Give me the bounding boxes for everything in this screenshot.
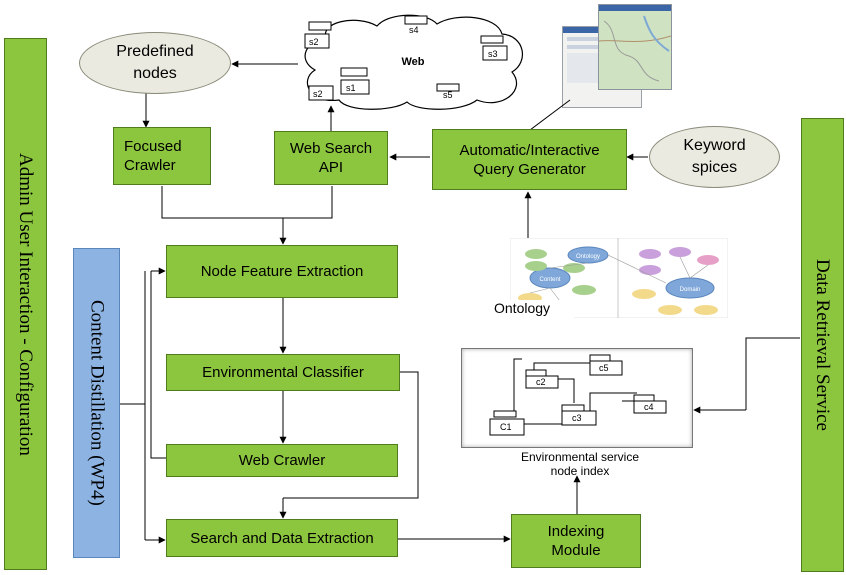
keyword-spices-line-1: Keyword: [683, 137, 746, 154]
indexing-module-line-1: Indexing: [547, 523, 605, 540]
admin-interaction-label: Admin User Interaction - Configuration: [15, 152, 36, 456]
ontology-leaf-node: [563, 263, 585, 273]
node-box: [525, 375, 559, 389]
classifier-bypass-line: [283, 371, 419, 499]
ontology-leaf-node: [639, 265, 661, 275]
node-box: [633, 394, 655, 402]
server-box: [308, 85, 334, 101]
ontology-leaf-node: [632, 289, 656, 299]
server-label-s5: s5: [443, 90, 453, 100]
predefined-nodes-oval: Predefined nodes: [79, 32, 231, 94]
server-box: [340, 79, 370, 95]
node-feature-extraction-label: Node Feature Extraction: [200, 263, 364, 280]
node-index-frame: c2 c5 c4 C1 c3: [461, 348, 693, 448]
keyword-spices-line-2: spices: [691, 159, 738, 176]
front-window: [598, 4, 672, 90]
node-index-caption-line-1: Environmental service: [520, 450, 640, 464]
predefined-nodes-line-1: Predefined: [116, 43, 194, 60]
indexing-module-line-2: Module: [551, 542, 601, 559]
server-box: [304, 33, 330, 49]
web-label: Web: [401, 56, 424, 68]
search-data-extraction-label: Search and Data Extraction: [190, 529, 374, 547]
merge-line: [161, 186, 333, 219]
server-box: [482, 45, 508, 61]
server-box: [480, 35, 504, 44]
node-box: [561, 410, 597, 426]
map-application-screenshot: [562, 4, 672, 108]
focused-crawler-line-2: Crawler: [124, 157, 176, 174]
server-label-s1: s1: [346, 83, 356, 93]
ontology-leaf-node: [572, 285, 596, 295]
map-image: [598, 11, 672, 89]
node-label-c4: c4: [644, 402, 654, 412]
server-box: [340, 67, 368, 77]
node-box: [561, 404, 585, 412]
node-label-c5: c5: [599, 363, 609, 373]
node-box: [589, 354, 611, 362]
query-generator-line-1: Automatic/Interactive: [459, 141, 600, 159]
server-box: [308, 21, 332, 31]
server-label-s4: s4: [409, 25, 419, 35]
content-distillation-label: Content Distillation (WP4): [86, 300, 108, 506]
node-box: [493, 410, 517, 418]
node-box: [489, 418, 525, 436]
ontology-leaf-node: [694, 305, 718, 315]
focused-crawler-line-1: Focused: [124, 138, 182, 155]
content-distillation-bar: Content Distillation (WP4): [73, 248, 120, 558]
ontology-leaf-node: [669, 247, 691, 257]
server-box: [436, 83, 460, 92]
data-retrieval-bar: Data Retrieval Service: [801, 118, 844, 572]
retrieval-line: [745, 337, 800, 410]
node-index-graph: c2 c5 c4 C1 c3: [489, 354, 667, 436]
web-crawler-label: Web Crawler: [238, 452, 326, 469]
node-label-c3: c3: [572, 413, 582, 423]
predefined-nodes-line-2: nodes: [133, 65, 177, 82]
ontology-label: Ontology: [494, 300, 574, 320]
ontology-leaf-node: [525, 261, 547, 271]
node-index-caption-line-2: node index: [550, 464, 610, 478]
server-label-s2b: s2: [313, 89, 323, 99]
node-box: [589, 360, 623, 376]
environmental-classifier-label: Environmental Classifier: [202, 364, 364, 381]
ontology-leaf-node: [697, 255, 719, 265]
ontology-node-label: Ontology: [576, 254, 600, 260]
node-label-c1: C1: [500, 422, 512, 432]
server-box: [404, 15, 428, 25]
ontology-leaf-node: [525, 249, 547, 259]
admin-interaction-bar: Admin User Interaction - Configuration: [4, 38, 47, 570]
feedback-line: [150, 271, 166, 459]
ontology-node-label: Content: [539, 277, 560, 283]
data-retrieval-label: Data Retrieval Service: [812, 259, 833, 431]
node-box: [633, 400, 667, 414]
web-search-api-line-1: Web Search: [289, 140, 373, 157]
ontology-leaf-node: [639, 249, 661, 259]
web-search-api-line-2: API: [318, 159, 344, 176]
environmental-classifier-box: Environmental Classifier: [166, 354, 400, 391]
ontology-node-label: Domain: [680, 287, 701, 293]
web-crawler-box: Web Crawler: [166, 444, 398, 477]
node-feature-extraction-box: Node Feature Extraction: [166, 245, 398, 298]
web-cloud: Web s4 s2 s3 s1 s2 s5: [304, 14, 523, 110]
node-box: [525, 369, 547, 377]
search-data-extraction-box: Search and Data Extraction: [166, 519, 398, 557]
keyword-spices-oval: Keyword spices: [649, 126, 780, 188]
query-generator-line-2: Query Generator: [473, 160, 586, 178]
node-index-caption: Environmental service node index: [482, 450, 678, 480]
ontology-leaf-node: [658, 305, 682, 315]
node-label-c2: c2: [536, 377, 546, 387]
server-label-s3: s3: [488, 49, 498, 59]
server-label-s2: s2: [309, 37, 319, 47]
